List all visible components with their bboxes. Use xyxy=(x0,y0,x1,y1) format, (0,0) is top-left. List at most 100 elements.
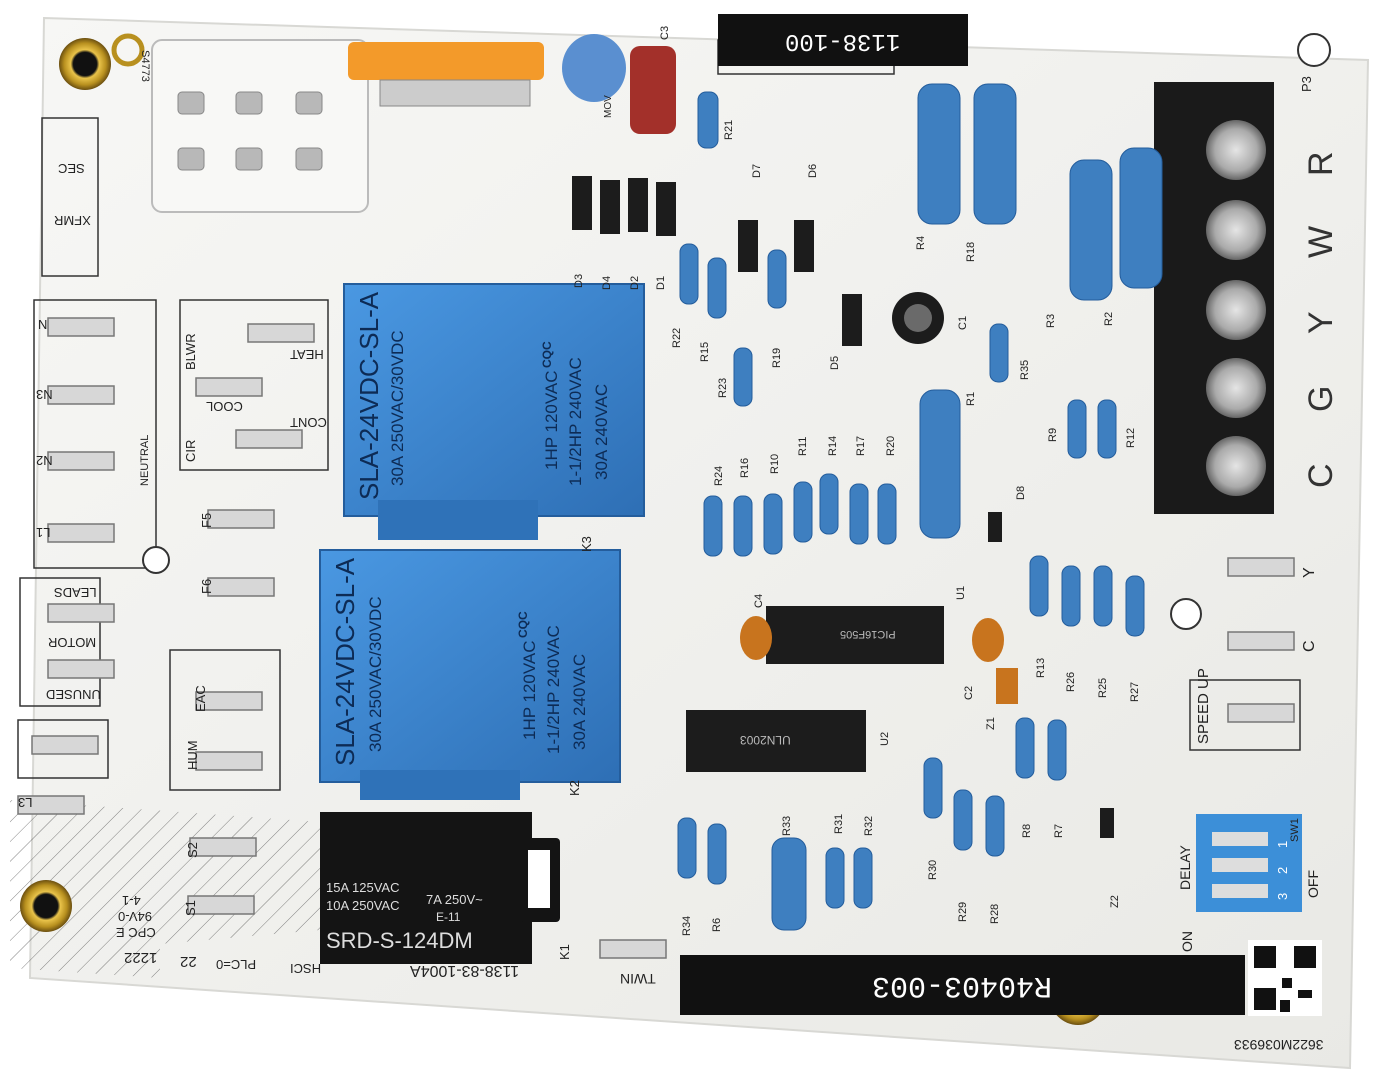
k3-line2: 1-1/2HP 240VAC xyxy=(566,357,585,486)
ref-mov: MOV xyxy=(603,95,614,118)
k2-line1: 1HP 120VAC xyxy=(520,640,539,740)
ref-r23: R23 xyxy=(717,377,729,398)
label-n3: N3 xyxy=(36,387,53,402)
ref-r8: R8 xyxy=(1021,823,1033,838)
ref-d3: D3 xyxy=(573,273,585,288)
ref-r4: R4 xyxy=(915,235,927,250)
ref-r14: R14 xyxy=(827,435,839,456)
part-code-label: 1138-83-1004A xyxy=(410,962,520,979)
label-hum: HUM xyxy=(185,740,200,770)
cpc-label: CPC E xyxy=(116,925,156,940)
k3-rating: 30A 250VAC/30VDC xyxy=(388,330,407,486)
ref-r12: R12 xyxy=(1125,427,1137,448)
dip-off-label: OFF xyxy=(1305,870,1321,898)
ref-r20: R20 xyxy=(885,435,897,456)
k3-logo: CQC xyxy=(540,341,554,368)
right-label-speed-up: SPEED UP xyxy=(1195,668,1212,744)
ref-r24: R24 xyxy=(713,465,725,486)
label-n: N xyxy=(38,317,48,332)
zener-z1 xyxy=(996,668,1018,704)
label-cont: CONT xyxy=(290,415,327,430)
ref-r17: R17 xyxy=(855,435,867,456)
tb-label-r: R xyxy=(1302,151,1340,176)
ref-r10: R10 xyxy=(769,453,781,474)
ref-r1: R1 xyxy=(965,391,977,406)
ref-r22: R22 xyxy=(671,327,683,348)
dip-delay-label: DELAY xyxy=(1177,845,1193,890)
ref-r21: R21 xyxy=(723,119,735,140)
rev-4-1-label: 4-1 xyxy=(122,893,141,908)
ref-r18: R18 xyxy=(965,241,977,262)
label-f5: F5 xyxy=(199,512,214,528)
ref-r31: R31 xyxy=(833,813,845,834)
dip-ref: SW1 xyxy=(1289,818,1301,842)
ref-r3: R3 xyxy=(1045,313,1057,328)
ref-d2: D2 xyxy=(629,275,641,290)
ceramic-capacitors xyxy=(740,616,1004,662)
capacitor-c3 xyxy=(630,46,676,134)
ref-d6: D6 xyxy=(807,163,819,178)
ref-c4: C4 xyxy=(753,593,765,608)
ref-z2: Z2 xyxy=(1109,895,1121,908)
k1-line3: 7A 250V~ xyxy=(426,892,483,907)
ref-z1: Z1 xyxy=(985,717,997,730)
ref-u1: U1 xyxy=(955,585,967,600)
ref-r2: R2 xyxy=(1103,311,1115,326)
ref-r28: R28 xyxy=(989,903,1001,924)
label-blwr: BLWR xyxy=(183,333,198,370)
terminal-block-p3 xyxy=(1154,82,1274,514)
six-pin-connector xyxy=(151,39,369,213)
k1-line2: 10A 250VAC xyxy=(326,898,400,913)
k3-ref: K3 xyxy=(579,536,594,552)
label-cool: COOL xyxy=(206,399,243,414)
twin-label: TWIN xyxy=(620,971,656,987)
ref-d7: D7 xyxy=(751,163,763,178)
ref-r9: R9 xyxy=(1047,427,1059,442)
ref-r35: R35 xyxy=(1019,359,1031,380)
ref-r26: R26 xyxy=(1065,671,1077,692)
ref-r6: R6 xyxy=(711,917,723,932)
label-s1: S1 xyxy=(183,900,198,916)
ref-c2: C2 xyxy=(963,685,975,700)
k1-ref: K1 xyxy=(557,944,572,960)
k1-line4: E-11 xyxy=(436,910,461,924)
label-cir: CIR xyxy=(183,439,198,462)
k2-line2: 1-1/2HP 240VAC xyxy=(544,625,563,754)
ref-r33: R33 xyxy=(781,815,793,836)
ic-u1 xyxy=(766,606,944,664)
date-1222-label: 1222 xyxy=(124,949,158,966)
label-sec: SEC xyxy=(58,161,85,176)
p3-ref: P3 xyxy=(1299,76,1314,92)
ref-d5: D5 xyxy=(829,355,841,370)
plc-label: PLC=0 xyxy=(216,957,257,972)
k2-logo: CQC xyxy=(516,611,530,638)
k2-rating: 30A 250VAC/30VDC xyxy=(366,596,385,752)
label-f6: F6 xyxy=(199,578,214,594)
ref-r30: R30 xyxy=(927,859,939,880)
ref-r15: R15 xyxy=(699,341,711,362)
tb-label-g: G xyxy=(1302,385,1340,412)
label-l1: L1 xyxy=(36,525,51,540)
bottom-banner-text: R40403-003 xyxy=(872,968,1053,1002)
right-label-c: C xyxy=(1301,640,1318,652)
relay-k3-body xyxy=(343,283,645,540)
k2-model: SLA-24VDC-SL-A xyxy=(330,557,360,766)
ref-d1: D1 xyxy=(655,275,667,290)
label-l3: L3 xyxy=(18,795,33,810)
k2-ref: K2 xyxy=(567,780,582,796)
ref-c3: C3 xyxy=(659,25,671,40)
ref-r19: R19 xyxy=(771,347,783,368)
label-s4773: S4773 xyxy=(139,50,151,82)
label-s2: S2 xyxy=(185,842,200,858)
date-22-label: 22 xyxy=(180,953,197,970)
label-xfmr: XFMR xyxy=(54,213,91,228)
tb-label-c: C xyxy=(1302,463,1340,488)
dip-num-1: 1 xyxy=(1275,840,1290,848)
ref-r29: R29 xyxy=(957,901,969,922)
k1-line1: 15A 125VAC xyxy=(326,880,400,895)
ic-u2 xyxy=(686,710,866,772)
label-motor: MOTOR xyxy=(48,635,97,650)
dip-num-2: 2 xyxy=(1275,866,1290,874)
relay-k2-body xyxy=(319,549,621,800)
